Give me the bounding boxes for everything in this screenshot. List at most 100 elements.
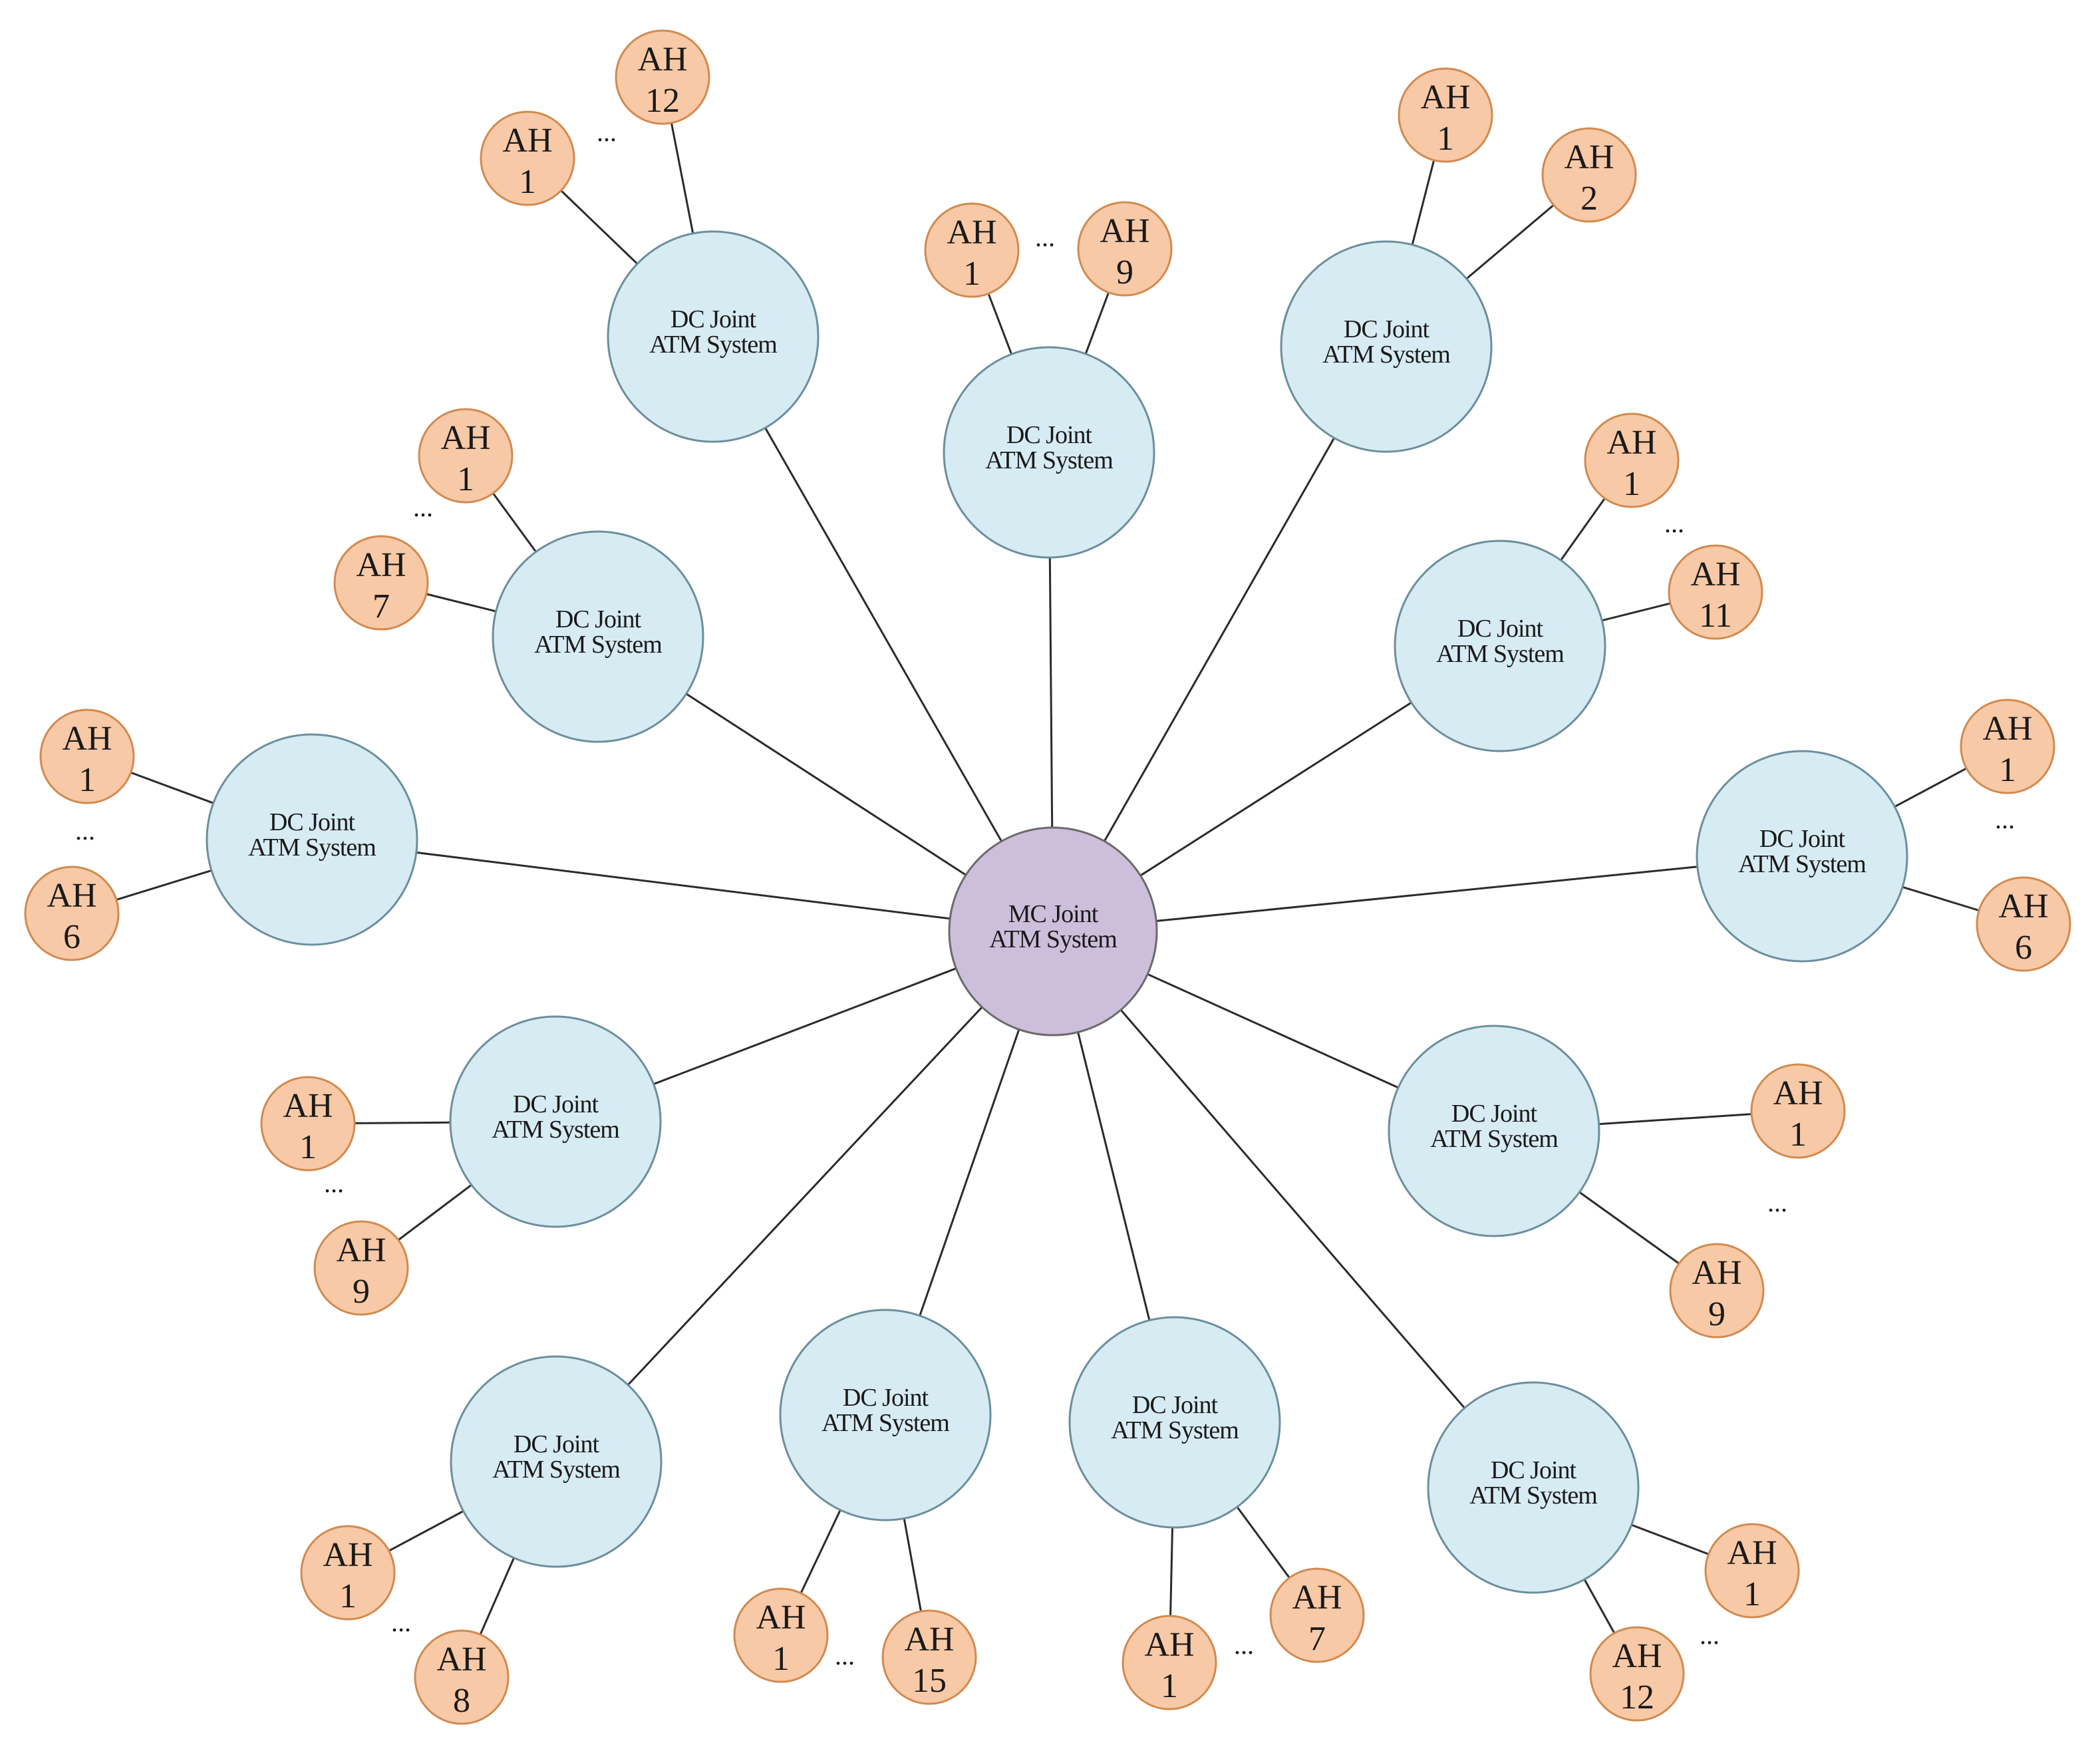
ah-node-4-first-prefix: AH [440, 419, 490, 457]
ellipsis-10: ... [391, 1607, 411, 1637]
dc-node-4-label-line2: ATM System [534, 631, 662, 659]
ah-node-4-first-number: 1 [457, 460, 474, 498]
ah-node-9-first-prefix: AH [1773, 1074, 1823, 1112]
edges-layer [116, 122, 1980, 1635]
ah-node-7-first [1960, 699, 2055, 794]
dc-node-10-label-line2: ATM System [492, 1456, 620, 1484]
hub-dc-edge-2 [1048, 557, 1054, 828]
ah-node-7-first-number: 1 [1999, 751, 2016, 789]
dc-ah-edge-9-first [1598, 1113, 1752, 1126]
ah-node-9-last-number: 9 [1708, 1295, 1725, 1333]
ellipsis-9: ... [1767, 1188, 1787, 1217]
ah-node-13-last-prefix: AH [1612, 1637, 1662, 1675]
ah-node-6-first [39, 709, 135, 804]
dc-node-1-label-line2: ATM System [649, 331, 777, 359]
ah-node-9-last-prefix: AH [1692, 1254, 1741, 1292]
ah-node-11-first-prefix: AH [756, 1599, 806, 1637]
dc-ah-edge-4-first [492, 492, 537, 553]
dc-node-7-label-line2: ATM System [1738, 850, 1866, 878]
dc-ah-edge-12-first [1169, 1527, 1173, 1617]
ah-node-12-first-prefix: AH [1144, 1626, 1194, 1664]
dc-node-2-label-line1: DC Joint [1006, 421, 1093, 449]
dc-ah-edge-10-last [479, 1557, 515, 1635]
ah-node-3-first-prefix: AH [1420, 79, 1470, 116]
ellipsis-8: ... [324, 1168, 344, 1198]
ah-node-11-first [733, 1587, 829, 1683]
dc-node-10-label-line1: DC Joint [514, 1430, 600, 1458]
hub-dc-edge-6 [416, 851, 951, 920]
dc-joint-atm-system-node-4 [492, 530, 704, 743]
ah-node-13-first-prefix: AH [1727, 1534, 1777, 1572]
hub-dc-edge-13 [1120, 1009, 1465, 1409]
ah-node-6-first-number: 1 [78, 761, 96, 799]
ah-node-12-last-number: 7 [1308, 1620, 1326, 1658]
dc-joint-atm-system-node-3 [1280, 240, 1493, 453]
dc-node-5-label-line2: ATM System [1436, 640, 1564, 668]
dc-ah-edge-7-last [1902, 885, 1980, 911]
dc-ah-edge-2-last [1084, 292, 1110, 355]
ah-node-9-first [1750, 1063, 1846, 1159]
ah-node-13-first-number: 1 [1743, 1575, 1761, 1613]
dc-node-9-label-line1: DC Joint [1451, 1100, 1538, 1128]
dc-ah-edge-12-last [1236, 1506, 1290, 1579]
ah-node-12-last-prefix: AH [1292, 1579, 1342, 1617]
dc-node-6-label-line2: ATM System [248, 834, 376, 862]
hub-dc-edge-4 [685, 693, 967, 876]
ah-node-10-first [300, 1525, 396, 1621]
hub-dc-edge-12 [1077, 1032, 1151, 1321]
ah-node-8-last-number: 9 [353, 1273, 370, 1311]
dc-node-3-label-line2: ATM System [1322, 341, 1450, 369]
dc-joint-atm-system-node-2 [943, 346, 1155, 559]
ah-node-10-last-number: 8 [453, 1682, 470, 1720]
ah-node-13-last [1589, 1626, 1685, 1722]
ah-node-5-first-prefix: AH [1606, 424, 1656, 462]
ah-node-1-first-prefix: AH [502, 122, 552, 160]
ah-node-3-first-number: 1 [1437, 120, 1454, 158]
dc-ah-edge-13-first [1631, 1523, 1710, 1555]
dc-ah-edge-1-last [670, 122, 694, 234]
ah-node-12-last [1269, 1567, 1365, 1663]
ah-node-8-first [260, 1076, 356, 1172]
dc-ah-edge-7-first [1894, 767, 1967, 808]
ah-node-1-last-prefix: AH [637, 41, 687, 79]
dc-node-6-label-line1: DC Joint [269, 808, 356, 836]
dc-ah-edge-11-last [903, 1518, 922, 1612]
ah-node-5-last-prefix: AH [1690, 556, 1740, 593]
ah-node-2-first-prefix: AH [947, 214, 996, 251]
dc-ah-edge-11-first [800, 1510, 841, 1594]
dc-node-5-label-line1: DC Joint [1457, 615, 1544, 643]
ah-node-6-last-prefix: AH [47, 877, 96, 915]
dc-joint-atm-system-node-5 [1394, 540, 1606, 752]
mc-joint-atm-system-hub [948, 826, 1158, 1036]
dc-ah-edge-3-last [1465, 204, 1555, 280]
ah-node-2-last-prefix: AH [1100, 212, 1149, 250]
ah-node-2-first [924, 202, 1020, 298]
dc-joint-atm-system-node-7 [1696, 750, 1908, 963]
ah-node-3-last [1541, 127, 1637, 223]
ellipsis-7: ... [1995, 804, 2015, 834]
hub-label-line2: ATM System [989, 925, 1117, 953]
dc-joint-atm-system-node-13 [1427, 1381, 1640, 1594]
dc-node-13-label-line2: ATM System [1469, 1482, 1597, 1510]
ah-node-12-first-number: 1 [1161, 1667, 1178, 1705]
ah-node-8-last [313, 1220, 409, 1316]
dc-ah-edge-6-last [116, 870, 212, 901]
dc-node-11-label-line1: DC Joint [843, 1384, 929, 1412]
hub-dc-edge-3 [1103, 437, 1336, 842]
ah-node-2-last-number: 9 [1116, 253, 1133, 291]
ah-node-7-first-prefix: AH [1982, 710, 2032, 748]
ellipsis-13: ... [1700, 1620, 1720, 1650]
ah-node-5-first [1584, 412, 1680, 508]
dc-node-7-label-line1: DC Joint [1759, 825, 1846, 853]
dc-joint-atm-system-node-11 [779, 1309, 992, 1521]
dc-node-8-label-line2: ATM System [492, 1116, 619, 1144]
ah-node-13-first [1704, 1523, 1800, 1619]
ellipsis-12: ... [1234, 1630, 1254, 1660]
dc-joint-atm-system-node-8 [449, 1015, 662, 1228]
ah-node-2-last [1077, 201, 1173, 297]
dc-ah-edge-8-first [354, 1121, 451, 1124]
ellipsis-5: ... [1664, 508, 1684, 538]
ah-node-1-last-number: 12 [645, 82, 680, 120]
ah-node-5-last [1668, 544, 1763, 640]
